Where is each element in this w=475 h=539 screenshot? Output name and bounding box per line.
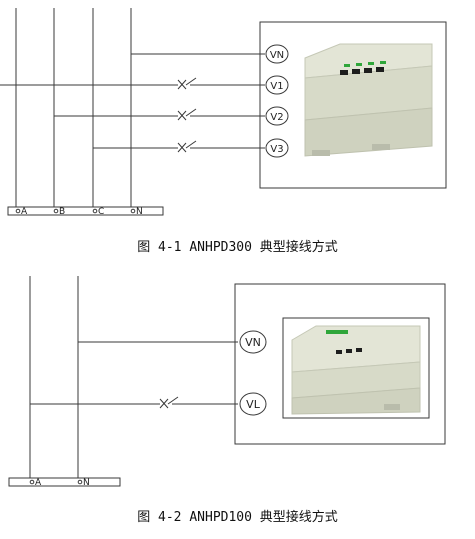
- switch-mark: [177, 77, 197, 153]
- bus-label: C: [98, 207, 104, 217]
- bus-labels-1: A B C N: [21, 207, 143, 217]
- bus-terminal-strip: [8, 477, 121, 487]
- terminal-vn: [265, 44, 289, 64]
- terminal-label: V3: [270, 144, 283, 155]
- meter-photo-icon: [291, 325, 421, 415]
- meter-photo-icon: [300, 36, 440, 160]
- bus-labels-2: A N: [35, 478, 90, 488]
- bus-terminal-strip: [7, 206, 164, 216]
- terminal-label: VN: [270, 50, 284, 61]
- bus-label: N: [83, 478, 90, 488]
- device-frame-1: [259, 21, 447, 189]
- bus-label: A: [21, 207, 28, 217]
- terminal-vl: [239, 392, 267, 416]
- terminal-label: VN: [245, 336, 261, 349]
- terminal-v1: [265, 75, 289, 95]
- terminal-label: V1: [270, 81, 283, 92]
- terminal-vn: [239, 330, 267, 354]
- bus-label: A: [35, 478, 42, 488]
- figure-caption-1: 图 4-1 ANHPD300 典型接线方式: [137, 240, 338, 255]
- terminal-v3: [265, 138, 289, 158]
- bus-label: N: [136, 207, 143, 217]
- device-frame-2: [234, 283, 446, 445]
- switch-mark: [159, 396, 179, 409]
- figure-caption-2: 图 4-2 ANHPD100 典型接线方式: [137, 510, 338, 525]
- diagram-2: [8, 276, 446, 487]
- terminal-labels-2: VN VL: [245, 336, 261, 411]
- diagram-1: [0, 8, 447, 216]
- terminal-labels-1: VN V1 V2 V3: [270, 50, 284, 155]
- terminal-label: V2: [270, 112, 283, 123]
- terminal-label: VL: [246, 398, 261, 411]
- terminal-v2: [265, 106, 289, 126]
- bus-label: B: [59, 207, 65, 217]
